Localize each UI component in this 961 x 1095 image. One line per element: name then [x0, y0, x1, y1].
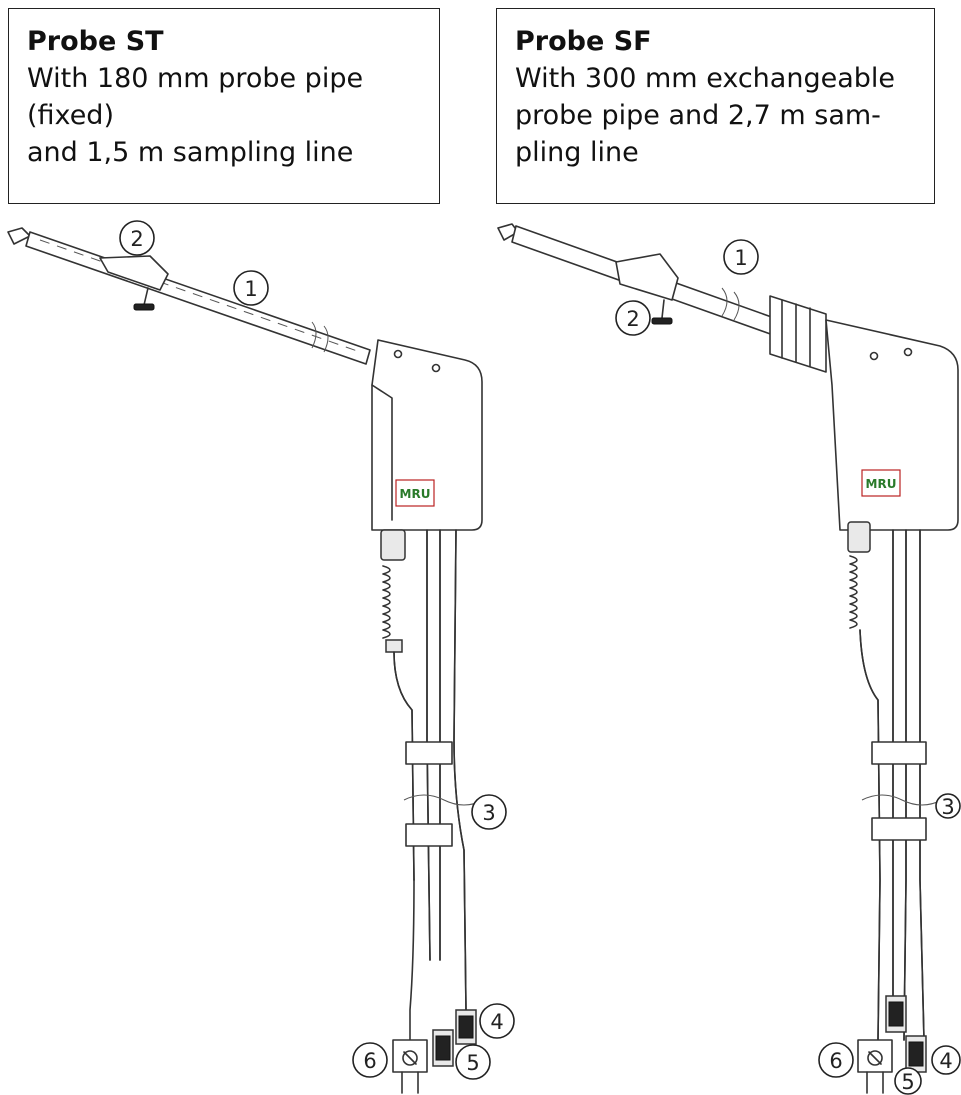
- probe-st-line-1: With 180 mm probe pipe: [27, 63, 364, 94]
- probe-st-caption: Probe ST With 180 mm probe pipe (fixed) …: [8, 8, 440, 204]
- probe-st-line-2: (fixed): [27, 100, 114, 131]
- svg-text:6: 6: [363, 1049, 376, 1073]
- probe-st-thermocouple-plug: [392, 1039, 428, 1073]
- svg-text:2: 2: [130, 227, 143, 251]
- probe-sf-thermocouple-plug: [857, 1039, 893, 1073]
- callout-st-2: 2: [119, 220, 155, 256]
- probe-sf-drawing: MRU: [497, 223, 959, 1094]
- probe-sf-cone: [615, 253, 679, 301]
- svg-text:1: 1: [244, 277, 257, 301]
- callout-sf-2: 2: [615, 300, 651, 336]
- svg-text:MRU: MRU: [866, 477, 897, 491]
- svg-text:5: 5: [901, 1070, 914, 1094]
- svg-text:3: 3: [482, 801, 495, 825]
- svg-text:5: 5: [466, 1051, 479, 1075]
- probe-sf-line-2: probe pipe and 2,7 m sam-: [515, 100, 881, 131]
- callout-st-5: 5: [455, 1044, 491, 1080]
- callout-st-4: 4: [479, 1003, 515, 1039]
- probe-sf-title: Probe SF: [515, 26, 652, 57]
- probe-st-drawing: MRU: [7, 227, 485, 1094]
- svg-text:3: 3: [941, 795, 954, 819]
- svg-text:4: 4: [939, 1049, 952, 1073]
- probe-sf-handle: [825, 319, 959, 531]
- probe-sf-line-1: With 300 mm exchangeable: [515, 63, 895, 94]
- probe-st-cone: [99, 255, 169, 291]
- callout-st-1: 1: [233, 270, 269, 306]
- callout-st-6: 6: [352, 1042, 388, 1078]
- mru-logo: [395, 479, 435, 507]
- svg-text:1: 1: [734, 246, 747, 270]
- callout-sf-1: 1: [723, 239, 759, 275]
- svg-text:4: 4: [490, 1010, 503, 1034]
- svg-text:6: 6: [829, 1049, 842, 1073]
- probe-st-title: Probe ST: [27, 26, 164, 57]
- callout-st-3: 3: [471, 794, 507, 830]
- callout-sf-4: 4: [931, 1045, 961, 1075]
- svg-text:2: 2: [626, 307, 639, 331]
- probe-st-pipe: [25, 231, 371, 365]
- probe-sf-caption: Probe SF With 300 mm exchangeable probe …: [496, 8, 935, 204]
- probe-sf-line-3: pling line: [515, 137, 639, 168]
- probe-st-line-3: and 1,5 m sampling line: [27, 137, 354, 168]
- probe-sf-collar: [769, 295, 827, 373]
- svg-text:MRU: MRU: [400, 487, 431, 501]
- callout-sf-3: 3: [935, 793, 961, 819]
- callout-sf-6: 6: [818, 1042, 854, 1078]
- callout-sf-5: 5: [894, 1067, 922, 1095]
